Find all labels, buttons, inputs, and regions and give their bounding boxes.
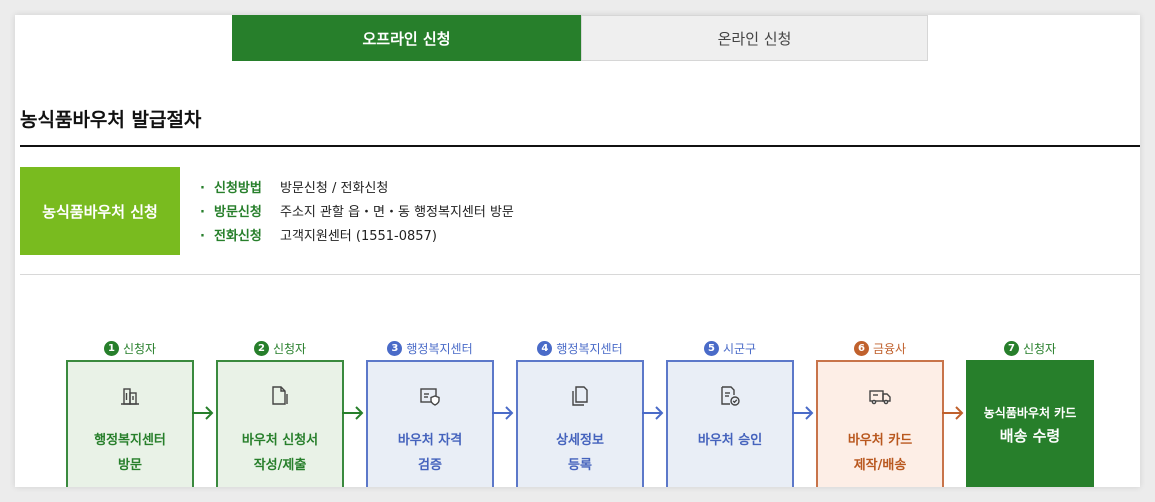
apply-box: 농식품바우처 신청	[20, 167, 180, 255]
step-label: 행정복지센터 방문	[94, 433, 166, 473]
arrow-right-icon	[642, 406, 664, 420]
step-header: 2 신청자	[216, 337, 344, 359]
step-role: 신청자	[122, 341, 157, 356]
step-card: 바우처 자격 검증	[366, 360, 494, 487]
step-header: 7 신청자	[966, 337, 1094, 359]
arrow-right-icon	[342, 406, 364, 420]
step-label: 바우처 카드 제작/배송	[847, 433, 913, 473]
arrow-right-icon	[792, 406, 814, 420]
process-step-2: 2 신청자 바우처 신청서 작성/제출	[216, 337, 344, 487]
step-header: 3 행정복지센터	[366, 337, 494, 359]
step-role: 시군구	[722, 341, 757, 356]
copy-document-icon	[572, 386, 588, 406]
process-step-6: 6 금융사 바우처 카드 제작/배송	[816, 337, 944, 487]
info-label: 방문신청	[214, 205, 262, 220]
page-title: 농식품바우처 발급절차	[20, 109, 202, 131]
step-role: 금융사	[872, 341, 907, 356]
step-card: 행정복지센터 방문	[66, 360, 194, 487]
document-pen-icon	[272, 386, 288, 405]
step-label-large: 배송 수령	[999, 427, 1061, 445]
bullet: ·	[200, 229, 205, 244]
step-label: 바우처 자격 검증	[397, 433, 463, 473]
step-number: 3	[387, 340, 403, 356]
step-label: 바우처 승인	[697, 433, 763, 448]
step-card: 상세정보 등록	[516, 360, 644, 487]
step-card: 바우처 카드 제작/배송	[816, 360, 944, 487]
step-number: 1	[103, 340, 119, 356]
step-number: 6	[853, 340, 869, 356]
arrow-right-icon	[492, 406, 514, 420]
process-step-5: 5 시군구 바우처 승인	[666, 337, 794, 487]
step-role: 신청자	[1022, 341, 1057, 356]
info-label: 전화신청	[214, 229, 262, 244]
bullet: ·	[200, 205, 205, 220]
step-role: 신청자	[272, 341, 307, 356]
approval-document-icon	[721, 386, 740, 406]
process-step-1: 1 신청자 행정복지센터 방문	[66, 337, 194, 487]
step-card: 바우처 신청서 작성/제출	[216, 360, 344, 487]
info-value: 고객지원센터 (1551-0857)	[280, 229, 437, 244]
step-label: 상세정보 등록	[556, 433, 604, 473]
apply-tabs: 오프라인 신청 온라인 신청	[232, 15, 928, 61]
info-item-visit: · 방문신청 주소지 관할 읍・면・동 행정복지센터 방문	[200, 201, 514, 225]
verify-shield-icon	[420, 388, 440, 406]
arrow-right-icon	[942, 406, 964, 420]
step-header: 4 행정복지센터	[516, 337, 644, 359]
step-header: 5 시군구	[666, 337, 794, 359]
step-role: 행정복지센터	[406, 341, 473, 356]
info-value: 주소지 관할 읍・면・동 행정복지센터 방문	[280, 205, 514, 220]
step-label: 바우처 신청서 작성/제출	[241, 433, 319, 473]
bullet: ·	[200, 181, 205, 196]
process-step-7: 7 신청자 농식품바우처 카드 배송 수령	[966, 337, 1094, 487]
section-divider	[20, 274, 1140, 275]
title-divider	[20, 145, 1140, 147]
step-role: 행정복지센터	[556, 341, 623, 356]
step-label-small: 농식품바우처 카드	[983, 406, 1077, 420]
process-step-4: 4 행정복지센터 상세정보 등록	[516, 337, 644, 487]
step-number: 5	[703, 340, 719, 356]
delivery-truck-icon	[869, 390, 891, 405]
info-label: 신청방법	[214, 181, 262, 196]
info-item-method: · 신청방법 방문신청 / 전화신청	[200, 177, 514, 201]
step-header: 1 신청자	[66, 337, 194, 359]
page-panel: 오프라인 신청 온라인 신청 농식품바우처 발급절차 농식품바우처 신청 · 신청…	[15, 15, 1140, 487]
step-card: 바우처 승인	[666, 360, 794, 487]
arrow-right-icon	[192, 406, 214, 420]
apply-box-label: 농식품바우처 신청	[42, 202, 158, 221]
tab-online[interactable]: 온라인 신청	[581, 15, 928, 61]
apply-info-list: · 신청방법 방문신청 / 전화신청 · 방문신청 주소지 관할 읍・면・동 행정복지센…	[200, 177, 514, 249]
step-card-final: 농식품바우처 카드 배송 수령	[966, 360, 1094, 487]
info-value: 방문신청 / 전화신청	[280, 181, 389, 196]
tab-offline[interactable]: 오프라인 신청	[232, 15, 581, 61]
step-number: 4	[537, 340, 553, 356]
info-item-phone: · 전화신청 고객지원센터 (1551-0857)	[200, 225, 514, 249]
step-header: 6 금융사	[816, 337, 944, 359]
building-icon	[121, 388, 139, 405]
process-step-3: 3 행정복지센터 바우처 자격 검증	[366, 337, 494, 487]
step-number: 2	[253, 340, 269, 356]
step-number: 7	[1003, 340, 1019, 356]
